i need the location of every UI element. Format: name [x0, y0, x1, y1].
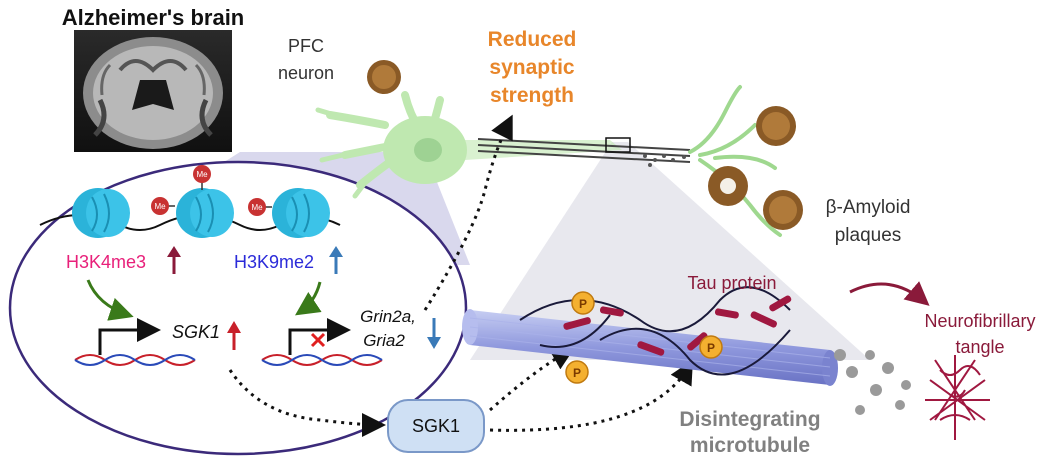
microtubule-debris	[834, 349, 911, 415]
svg-text:Me: Me	[251, 203, 263, 212]
grin2a-down-arrow	[427, 318, 441, 349]
histone-1	[72, 188, 130, 238]
histones	[39, 188, 341, 238]
title: Alzheimer's brain	[62, 5, 245, 30]
svg-text:Me: Me	[196, 170, 208, 179]
svg-text:Me: Me	[154, 202, 166, 211]
green-arrow-left	[86, 279, 134, 321]
phospho-label-1: P	[579, 297, 587, 311]
sgk1-gene	[74, 318, 196, 366]
reduced-label-3: strength	[490, 84, 574, 107]
amyloid-plaques	[367, 60, 803, 230]
nucleus-oval	[8, 160, 468, 456]
h3k9me2-label: H3K9me2	[234, 252, 314, 272]
grin2a-gene	[261, 318, 383, 366]
histone-3	[272, 188, 330, 238]
reduced-label-1: Reduced	[488, 28, 577, 51]
amyloid-label-1: β-Amyloid	[826, 197, 911, 218]
h3k9-up-arrow	[329, 246, 343, 274]
pfc-neuron	[315, 91, 622, 199]
tau-segments	[563, 295, 792, 356]
h3k4-up-arrow	[167, 246, 181, 274]
block-x-icon	[310, 332, 326, 348]
histone-2	[176, 188, 234, 238]
reduced-label-2: synaptic	[489, 56, 575, 79]
phospho-label-2: P	[573, 366, 581, 380]
sgk1-up-arrow	[227, 321, 241, 350]
microtubule-label-2: microtubule	[690, 434, 810, 457]
zoom-box	[605, 137, 631, 153]
nft-label-1: Neurofibrillary	[924, 311, 1035, 331]
sgk1-protein-label: SGK1	[412, 416, 460, 436]
amyloid-label-2: plaques	[835, 225, 902, 246]
pfc-label-1: PFC	[288, 36, 324, 56]
sgk1-gene-label: SGK1	[172, 322, 220, 342]
gria2-label: Gria2	[363, 331, 405, 350]
h3k4me3-label: H3K4me3	[66, 252, 146, 272]
tau-protein-label: Tau protein	[687, 273, 776, 293]
debris	[643, 154, 686, 167]
methyl-groups: Me Me Me	[151, 165, 272, 216]
microtubule-label-1: Disintegrating	[679, 408, 820, 431]
arrow-to-tangle	[849, 281, 930, 306]
phospho-groups	[565, 291, 723, 384]
grin2a-label: Grin2a,	[360, 307, 416, 326]
phospho-label-3: P	[707, 341, 715, 355]
nft-label-2: tangle	[955, 337, 1004, 357]
sgk1-protein-box	[387, 399, 485, 453]
dotted-arrow-to-synapse	[423, 114, 513, 311]
pfc-label-2: neuron	[278, 63, 334, 83]
dotted-arrow-to-sgk1	[228, 369, 386, 437]
brain-mri-image	[74, 30, 232, 152]
green-arrow-right	[295, 281, 322, 316]
dotted-arrow-to-tau-2	[489, 359, 693, 432]
neurofibrillary-tangle-image	[925, 355, 990, 440]
